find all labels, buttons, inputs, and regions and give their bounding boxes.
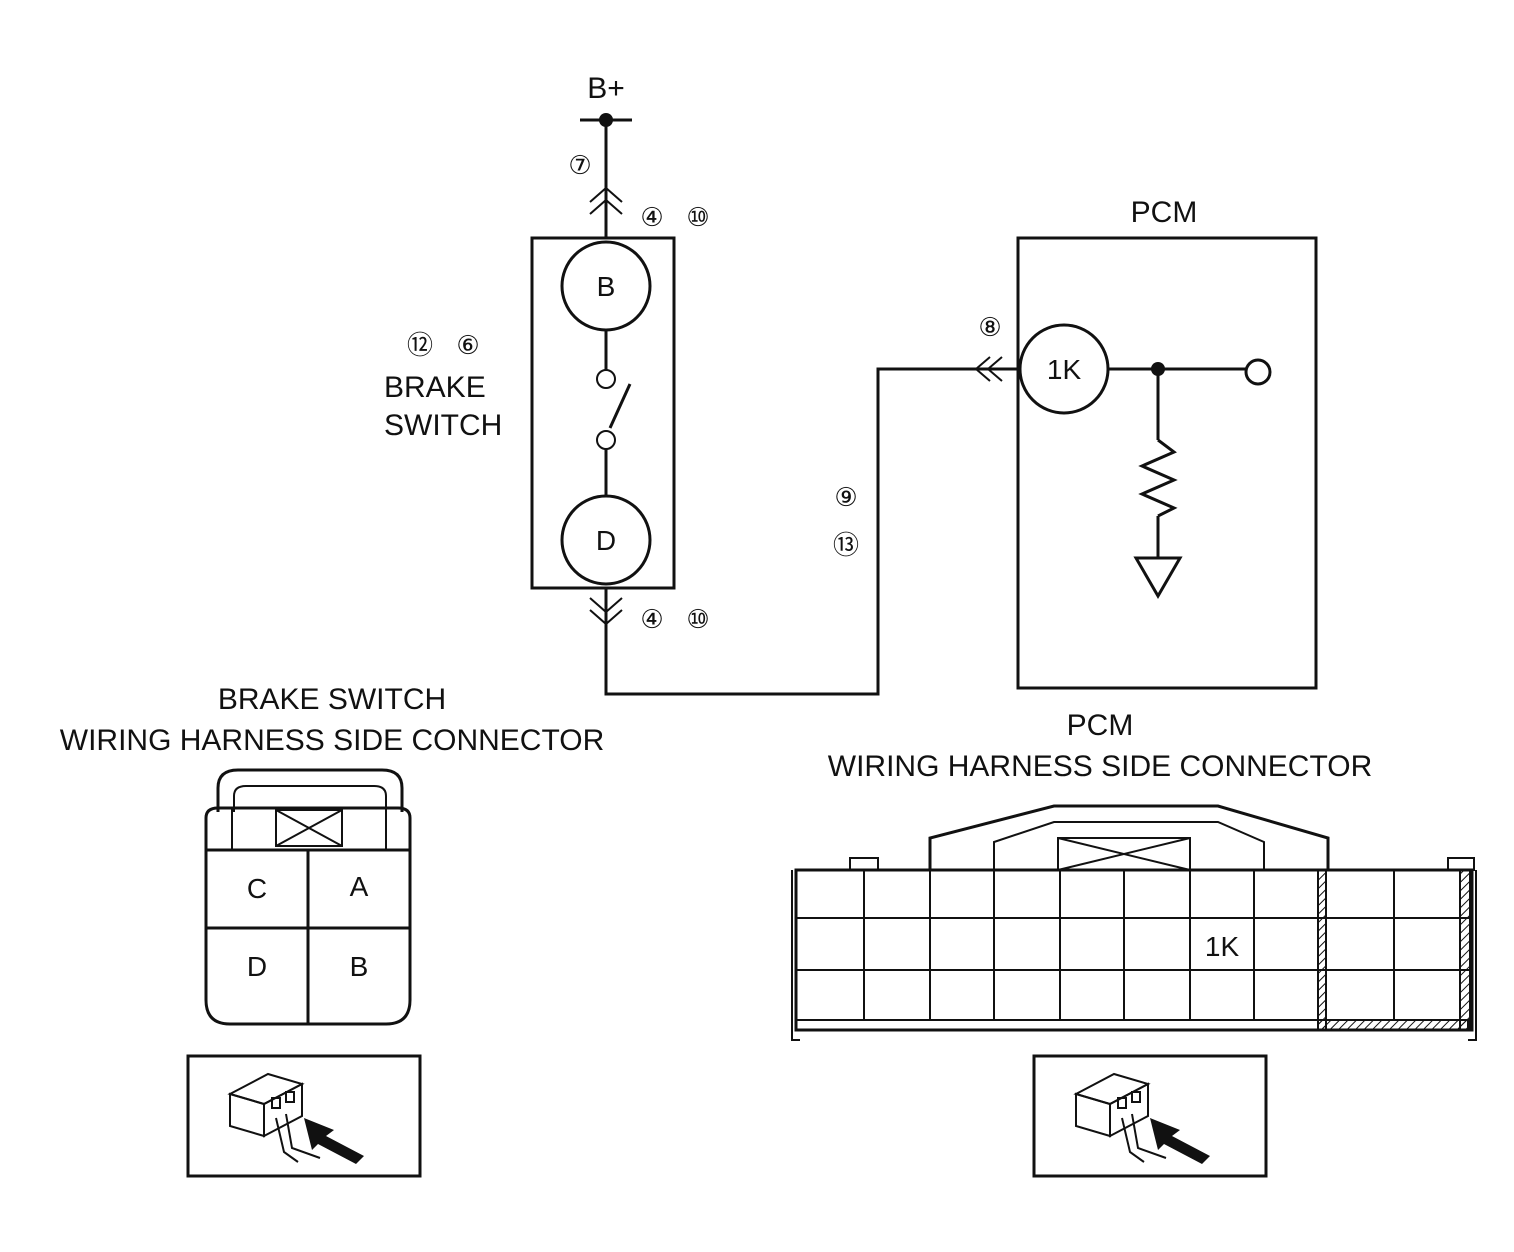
pcm-label: PCM	[1131, 196, 1198, 229]
pcm-connector-title-1: PCM	[1067, 709, 1134, 742]
circuit-number-7: ⑦	[568, 150, 591, 180]
pcm-connector-face	[791, 804, 1477, 1041]
view-direction-icon	[186, 1054, 422, 1178]
pcm-connector-pin-1k: 1K	[1205, 931, 1240, 962]
brake-connector-pin-a: A	[350, 871, 369, 902]
power-label: B+	[587, 72, 625, 105]
pcm-connector-title-2: WIRING HARNESS SIDE CONNECTOR	[828, 750, 1373, 783]
wire-brake-to-pcm	[604, 367, 1018, 696]
pcm-terminal-1k-label: 1K	[1047, 354, 1082, 385]
pcm-body	[1016, 236, 1318, 690]
pullup-resistor	[1138, 438, 1178, 518]
terminal-d-label: D	[596, 525, 616, 556]
switch-blade	[608, 383, 632, 429]
circuit-number-13: ⑬	[833, 530, 859, 560]
terminal-d	[560, 494, 652, 586]
circuit-number-10-top: ⑩	[686, 202, 709, 232]
brake-connector-face	[204, 768, 412, 1026]
pcm-output-terminal	[1244, 358, 1272, 386]
brake-connector-pin-c: C	[247, 873, 267, 904]
switch-contact-bottom	[596, 430, 616, 450]
brake-connector-pin-d: D	[247, 951, 267, 982]
connector-mark-top	[589, 186, 623, 215]
view-direction-icon-pcm	[1032, 1054, 1268, 1178]
circuit-number-4-bottom: ④	[640, 604, 663, 634]
brake-connector-title-2: WIRING HARNESS SIDE CONNECTOR	[60, 724, 605, 757]
switch-contact-top	[596, 369, 616, 389]
brake-switch-body	[530, 236, 676, 590]
brake-connector-title-1: BRAKE SWITCH	[218, 683, 446, 716]
terminal-b-label: B	[597, 271, 616, 302]
brake-connector-pin-b: B	[350, 951, 369, 982]
circuit-number-4-top: ④	[640, 202, 663, 232]
brake-switch-label-2: SWITCH	[384, 409, 502, 442]
connector-mark-pcm	[974, 356, 1003, 382]
circuit-number-6: ⑥	[456, 330, 479, 360]
ground-icon	[1133, 556, 1183, 599]
circuit-number-9: ⑨	[834, 482, 857, 512]
circuit-number-8: ⑧	[978, 312, 1001, 342]
brake-switch-label-1: BRAKE	[384, 371, 486, 404]
circuit-number-10-bottom: ⑩	[686, 604, 709, 634]
circuit-number-12: ⑫	[407, 330, 433, 360]
